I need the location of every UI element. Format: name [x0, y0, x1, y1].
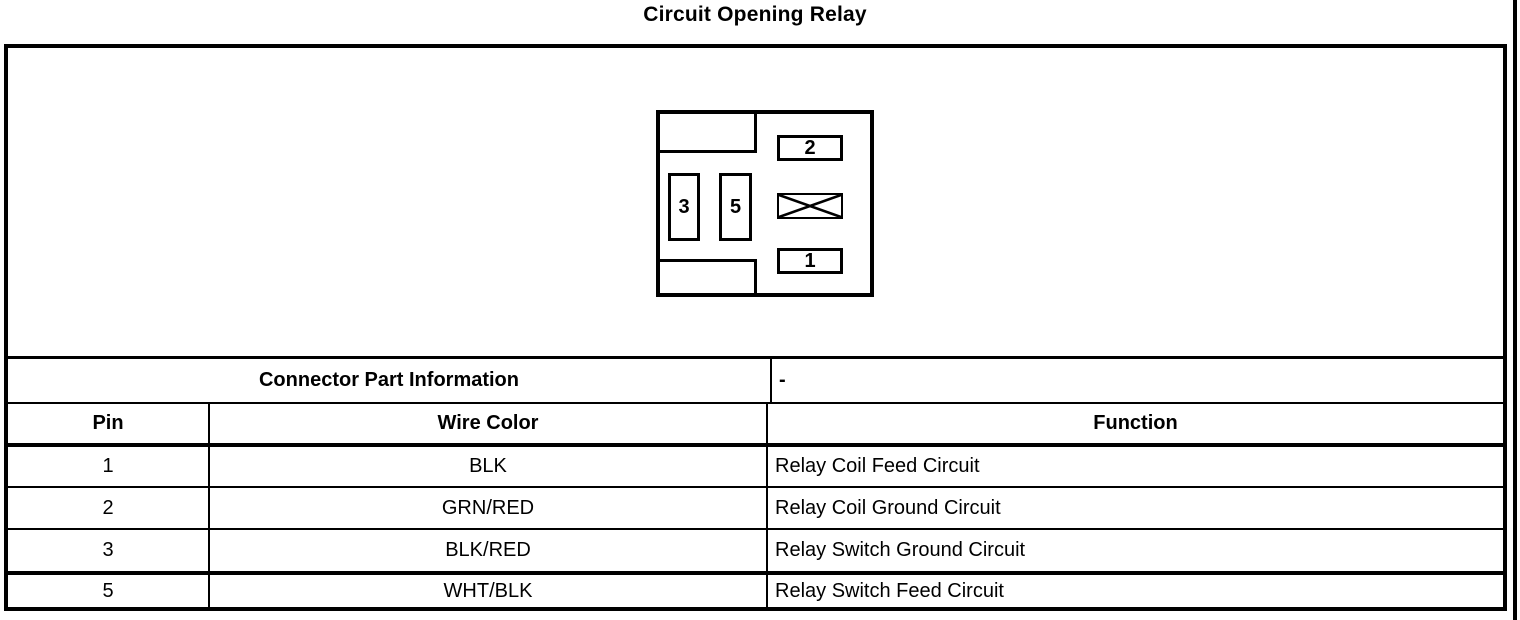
connector-part-info-label: Connector Part Information	[258, 369, 519, 391]
table-row: 1 BLK Relay Coil Feed Circuit	[8, 443, 1503, 486]
connector-notch-bottom	[660, 259, 757, 293]
wire-color-cell: GRN/RED	[208, 488, 766, 528]
wire-color-cell: BLK	[208, 447, 766, 486]
cavity-pin-1: 1	[777, 248, 843, 274]
pin-cell: 2	[102, 496, 114, 519]
function-cell: Relay Coil Ground Circuit	[766, 488, 1503, 528]
table-row: 3 BLK/RED Relay Switch Ground Circuit	[8, 528, 1503, 571]
connector-diagram-area: 3 5 2 1	[8, 48, 1503, 356]
cavity-pin-1-label: 1	[804, 250, 816, 272]
column-header-function: Function	[766, 404, 1503, 443]
function-cell: Relay Switch Feed Circuit	[766, 575, 1503, 607]
connector-part-info-value: -	[770, 359, 1503, 402]
page-title: Circuit Opening Relay	[643, 3, 867, 26]
wire-color-cell: BLK/RED	[208, 530, 766, 571]
cavity-pin-5: 5	[719, 173, 752, 241]
wire-color-cell: WHT/BLK	[208, 575, 766, 607]
column-header-wire-color: Wire Color	[208, 404, 766, 443]
table-row: 5 WHT/BLK Relay Switch Feed Circuit	[8, 571, 1503, 607]
cavity-not-used	[777, 193, 843, 219]
table-row: 2 GRN/RED Relay Coil Ground Circuit	[8, 486, 1503, 528]
connector-notch-top	[660, 114, 757, 153]
page-edge-line	[1513, 0, 1517, 620]
column-header-pin: Pin	[92, 412, 124, 434]
function-cell: Relay Switch Ground Circuit	[766, 530, 1503, 571]
function-cell: Relay Coil Feed Circuit	[766, 447, 1503, 486]
cavity-pin-3: 3	[668, 173, 700, 241]
pin-cell: 3	[102, 539, 114, 561]
cavity-pin-2-label: 2	[804, 137, 816, 159]
pin-cell: 1	[102, 455, 114, 477]
content-frame: 3 5 2 1 Conn	[4, 44, 1507, 611]
connector-part-info-row: Connector Part Information -	[8, 356, 1503, 402]
connector-outline: 3 5 2 1	[656, 110, 874, 297]
cavity-pin-2: 2	[777, 135, 843, 161]
cavity-pin-3-label: 3	[678, 196, 690, 218]
cavity-pin-5-label: 5	[729, 196, 742, 218]
x-icon	[779, 195, 841, 217]
pin-cell: 5	[102, 579, 114, 602]
table-header-row: Pin Wire Color Function	[8, 402, 1503, 443]
